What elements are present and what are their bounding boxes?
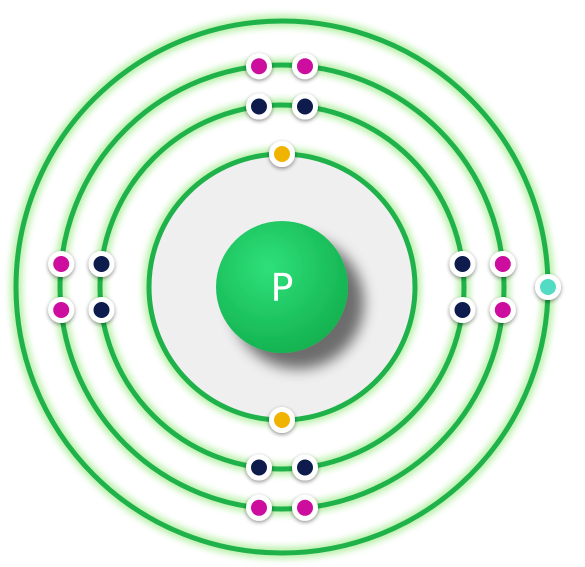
electron-shell-2-6 [246,454,272,481]
electrons [48,53,561,521]
electron-shell-2-7 [88,297,115,323]
orbit-shell-2 [97,102,467,472]
electron-shell-2-5 [292,454,318,481]
electron-shell-3-7 [48,297,75,323]
electron-shell-3-5 [292,494,318,521]
electron-shell-2-2 [292,93,318,120]
electron-shell-2-1 [246,93,272,120]
nucleus: P [216,221,348,353]
electron-shell-2-4 [449,297,476,323]
electron-shell-3-2 [292,53,318,80]
electron-shell-2-8 [88,251,115,277]
element-symbol: P [271,266,294,310]
electron-shell-3-1 [246,53,272,80]
electron-shell-3-8 [48,251,75,277]
electron-shell-3-4 [489,297,516,323]
electron-shell-4-1 [535,274,561,300]
electron-shell-2-3 [449,251,476,277]
nucleus-circle [216,221,348,353]
electron-shell-1-2 [269,407,295,433]
electron-shell-3-6 [246,494,272,521]
electron-shell-1-1 [269,141,295,167]
orbit-shell-3 [57,62,507,512]
electron-shell-3-3 [489,251,516,277]
